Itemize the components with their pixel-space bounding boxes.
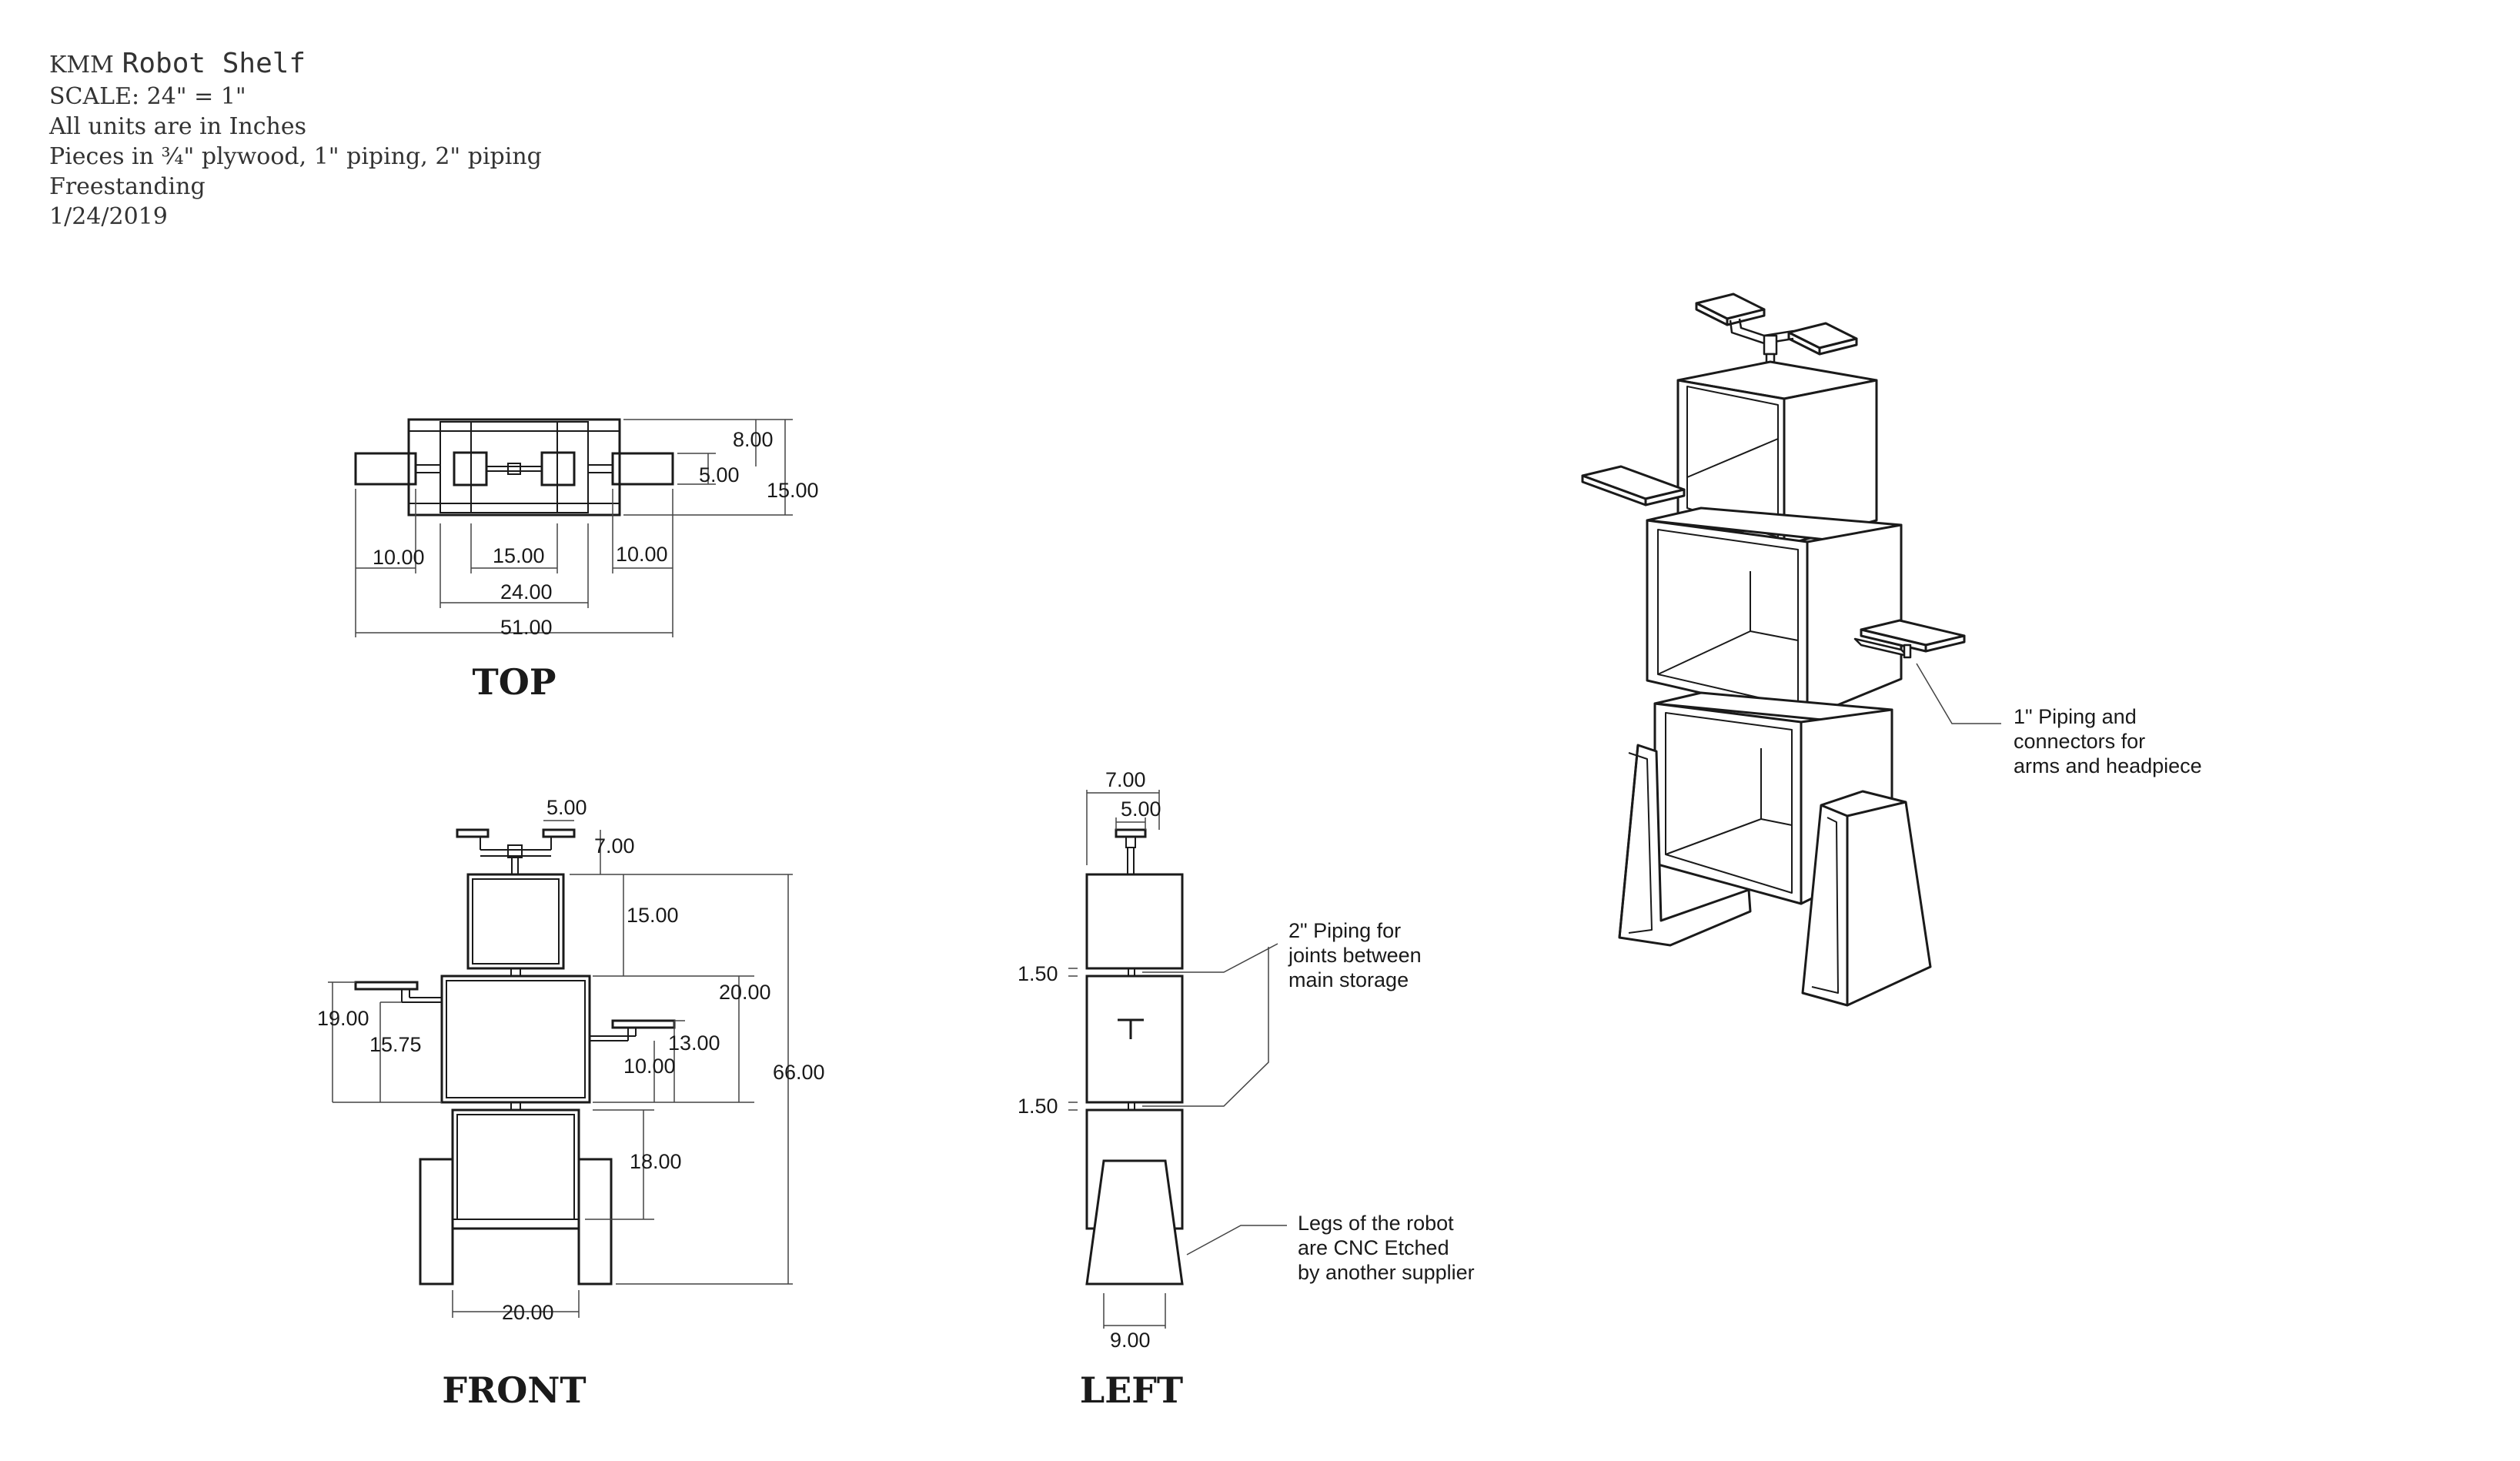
left-view-headpiece bbox=[1115, 828, 1147, 875]
dim-left-gap-upper: 1.50 bbox=[1018, 962, 1058, 985]
dim-left-head-outer: 7.00 bbox=[1105, 768, 1146, 791]
callout-piping-joints: 2" Piping for joints between main storag… bbox=[1142, 919, 1422, 1107]
note-arms-line-1: 1" Piping and bbox=[2014, 705, 2137, 728]
note-legs-line-2: are CNC Etched bbox=[1298, 1236, 1449, 1259]
front-view-dimension-lines bbox=[328, 820, 793, 1318]
front-view-label: FRONT bbox=[442, 1369, 586, 1411]
front-view-head-box bbox=[466, 873, 565, 977]
dim-front-head-height: 7.00 bbox=[594, 834, 635, 858]
iso-left-arm bbox=[1581, 465, 1686, 507]
front-view-headpiece bbox=[456, 828, 576, 875]
project-name: Robot Shelf bbox=[122, 48, 306, 79]
iso-head-box bbox=[1676, 360, 1878, 547]
dim-front-left-arm-offset: 15.75 bbox=[369, 1033, 422, 1056]
note-arms-line-3: arms and headpiece bbox=[2014, 754, 2202, 777]
dim-front-right-arm-height: 13.00 bbox=[668, 1031, 720, 1055]
dim-front-right-arm-offset: 10.00 bbox=[623, 1055, 676, 1078]
dim-front-body-height: 20.00 bbox=[719, 981, 771, 1004]
top-view-dimension-lines bbox=[355, 419, 793, 637]
callout-piping-joints-leader bbox=[1142, 943, 1278, 1107]
scale-note: SCALE: 24" = 1" bbox=[49, 83, 246, 110]
dim-front-overall-height: 66.00 bbox=[773, 1061, 825, 1084]
dim-front-left-arm-height: 19.00 bbox=[317, 1007, 369, 1030]
callout-legs-leader bbox=[1186, 1225, 1287, 1255]
left-view-boxes bbox=[1085, 873, 1184, 1230]
note-piping-line-1: 2" Piping for bbox=[1288, 919, 1401, 942]
top-view-arms bbox=[354, 452, 674, 486]
dim-top-arm-right: 10.00 bbox=[616, 543, 668, 566]
dim-left-leg-base: 9.00 bbox=[1110, 1329, 1151, 1352]
dim-top-body-width: 24.00 bbox=[500, 580, 553, 603]
project-prefix: KMM bbox=[49, 52, 114, 79]
dim-top-center: 15.00 bbox=[493, 544, 545, 567]
date-note: 1/24/2019 bbox=[49, 203, 168, 230]
callout-arms-leader bbox=[1916, 663, 2001, 724]
front-view: 5.00 7.00 15.00 19.00 15.75 20.00 13.00 … bbox=[317, 796, 825, 1411]
dim-front-leg-spacing: 20.00 bbox=[502, 1301, 554, 1324]
front-view-body-box bbox=[440, 975, 591, 1111]
mounting-note: Freestanding bbox=[49, 173, 206, 200]
note-piping-line-2: joints between bbox=[1288, 944, 1422, 967]
front-view-arms bbox=[354, 981, 676, 1041]
left-view-dimension-labels: 7.00 5.00 1.50 1.50 9.00 bbox=[1018, 768, 1161, 1352]
left-view-label: LEFT bbox=[1080, 1369, 1183, 1411]
iso-body-box bbox=[1646, 507, 1903, 719]
dim-top-depth-total: 15.00 bbox=[767, 479, 819, 502]
front-view-base-box bbox=[451, 1108, 580, 1230]
dim-top-overall-width: 51.00 bbox=[500, 616, 553, 639]
iso-headpiece bbox=[1695, 293, 1858, 386]
top-view-label: TOP bbox=[473, 661, 556, 703]
top-view: 8.00 5.00 15.00 10.00 15.00 10.00 24.00 … bbox=[354, 418, 819, 703]
iso-left-leg bbox=[1618, 744, 1752, 947]
front-view-dimension-labels: 5.00 7.00 15.00 19.00 15.75 20.00 13.00 … bbox=[317, 796, 825, 1324]
isometric-view bbox=[1581, 293, 1966, 1007]
callout-legs: Legs of the robot are CNC Etched by anot… bbox=[1186, 1212, 1475, 1284]
callout-arms: 1" Piping and connectors for arms and he… bbox=[1916, 663, 2202, 777]
dim-front-leg-height: 18.00 bbox=[630, 1150, 682, 1173]
dim-top-depth-inner: 5.00 bbox=[699, 463, 740, 486]
note-legs-line-3: by another supplier bbox=[1298, 1261, 1475, 1284]
project-title: KMM Robot Shelf bbox=[49, 48, 542, 82]
dim-left-head-inner: 5.00 bbox=[1121, 797, 1161, 821]
dim-top-arm-left: 10.00 bbox=[373, 546, 425, 569]
top-view-dimension-labels: 8.00 5.00 15.00 10.00 15.00 10.00 24.00 … bbox=[373, 428, 819, 639]
dim-top-depth-outer: 8.00 bbox=[733, 428, 774, 451]
materials-note: Pieces in ¾" plywood, 1" piping, 2" pipi… bbox=[49, 143, 542, 170]
iso-right-leg bbox=[1801, 790, 1932, 1007]
left-view-dimension-lines bbox=[1068, 790, 1166, 1329]
units-note: All units are in Inches bbox=[49, 113, 307, 140]
title-block: KMM Robot Shelf SCALE: 24" = 1" All unit… bbox=[49, 48, 542, 232]
left-view: 7.00 5.00 1.50 1.50 9.00 LEFT bbox=[1018, 768, 1184, 1411]
top-view-body bbox=[407, 418, 621, 517]
note-arms-line-2: connectors for bbox=[2014, 730, 2145, 753]
dim-left-gap-lower: 1.50 bbox=[1018, 1095, 1058, 1118]
iso-right-arm bbox=[1853, 619, 1966, 659]
left-view-leg bbox=[1085, 1159, 1184, 1285]
dim-front-head-span: 5.00 bbox=[546, 796, 587, 819]
dim-front-head-box: 15.00 bbox=[627, 904, 679, 927]
note-legs-line-1: Legs of the robot bbox=[1298, 1212, 1454, 1235]
front-view-legs bbox=[419, 1158, 613, 1285]
note-piping-line-3: main storage bbox=[1288, 968, 1409, 991]
